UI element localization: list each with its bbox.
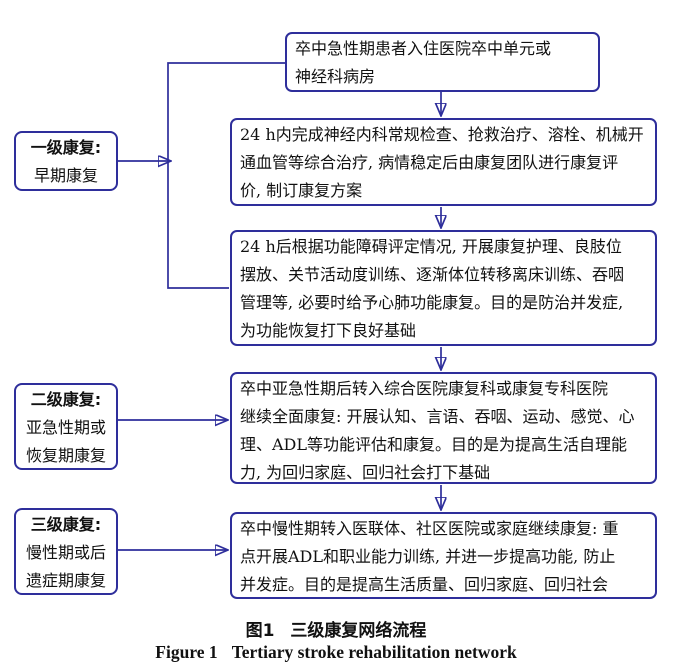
caption-en-label: Figure 1 — [155, 642, 218, 662]
stage2-subtitle: 亚急性期或 恢复期康复 — [25, 418, 106, 465]
caption-en-text: Tertiary stroke rehabilitation network — [231, 642, 517, 662]
stage-box-level1: 一级康复: 早期康复 — [14, 131, 118, 191]
caption-zh-text: 三级康复网络流程 — [290, 621, 427, 641]
flow-box-subacute-rehab: 卒中亚急性期后转入综合医院康复科或康复专科医院 继续全面康复: 开展认知、言语、… — [230, 372, 657, 484]
stage1-bracket-connector — [167, 62, 285, 289]
flow-box-chronic-rehab: 卒中慢性期转入医联体、社区医院或家庭继续康复: 重 点开展ADL和职业能力训练,… — [230, 512, 657, 599]
stage1-title: 一级康复: — [30, 138, 102, 157]
caption-zh-label: 图1 — [245, 621, 275, 641]
flow-box-acute-treatment: 24 h内完成神经内科常规检查、抢救治疗、溶栓、机械开 通血管等综合治疗, 病情… — [230, 118, 657, 206]
stage3-subtitle: 慢性期或后 遗症期康复 — [25, 543, 106, 590]
stage2-title: 二级康复: — [30, 390, 102, 409]
caption-en: Figure 1 Tertiary stroke rehabilitation n… — [0, 642, 672, 663]
caption-zh: 图1 三级康复网络流程 — [0, 616, 672, 641]
stage-box-level2: 二级康复: 亚急性期或 恢复期康复 — [14, 383, 118, 470]
flow-box-early-rehab: 24 h后根据功能障碍评定情况, 开展康复护理、良肢位 摆放、关节活动度训练、逐… — [230, 230, 657, 346]
stage3-title: 三级康复: — [30, 515, 102, 534]
stage-box-level3: 三级康复: 慢性期或后 遗症期康复 — [14, 508, 118, 595]
stage1-subtitle: 早期康复 — [33, 166, 98, 185]
flow-box-admission: 卒中急性期患者入住医院卒中单元或 神经科病房 — [285, 32, 600, 92]
